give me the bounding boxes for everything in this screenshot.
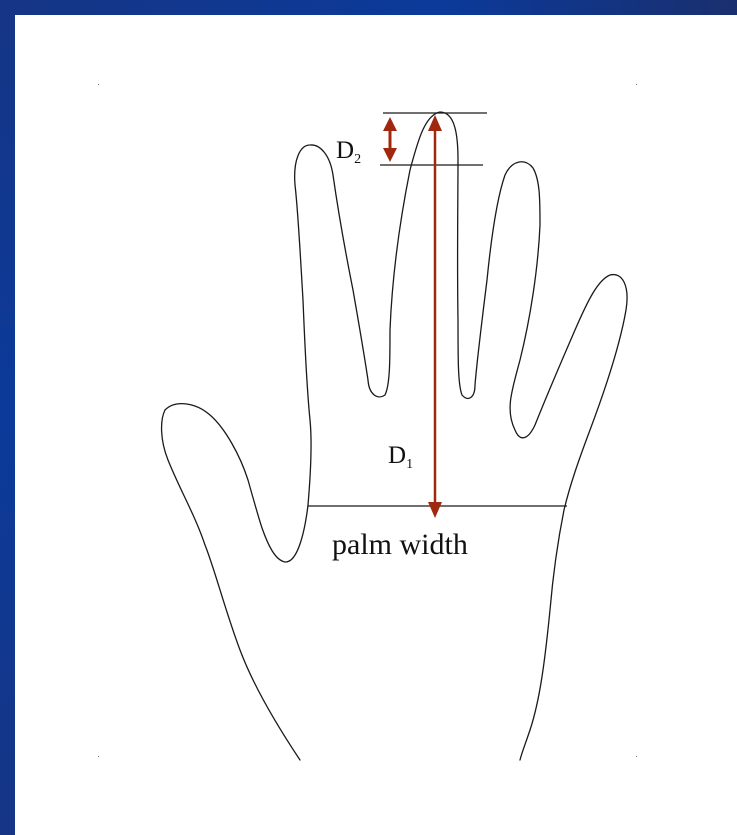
d1-subscript: 1: [406, 457, 413, 472]
d1-label: D1: [388, 443, 413, 472]
palm-width-label: palm width: [332, 530, 468, 560]
corner-mark-top-right: [636, 84, 637, 85]
hand-outline: [162, 112, 627, 760]
corner-mark-top-left: [98, 84, 99, 85]
corner-mark-bottom-right: [636, 756, 637, 757]
corner-mark-bottom-left: [98, 756, 99, 757]
d1-arrow: [428, 115, 442, 518]
d2-arrow: [383, 117, 397, 162]
d1-letter: D: [388, 442, 406, 469]
d2-label: D2: [336, 138, 361, 167]
d2-subscript: 2: [354, 152, 361, 167]
d2-letter: D: [336, 137, 354, 164]
